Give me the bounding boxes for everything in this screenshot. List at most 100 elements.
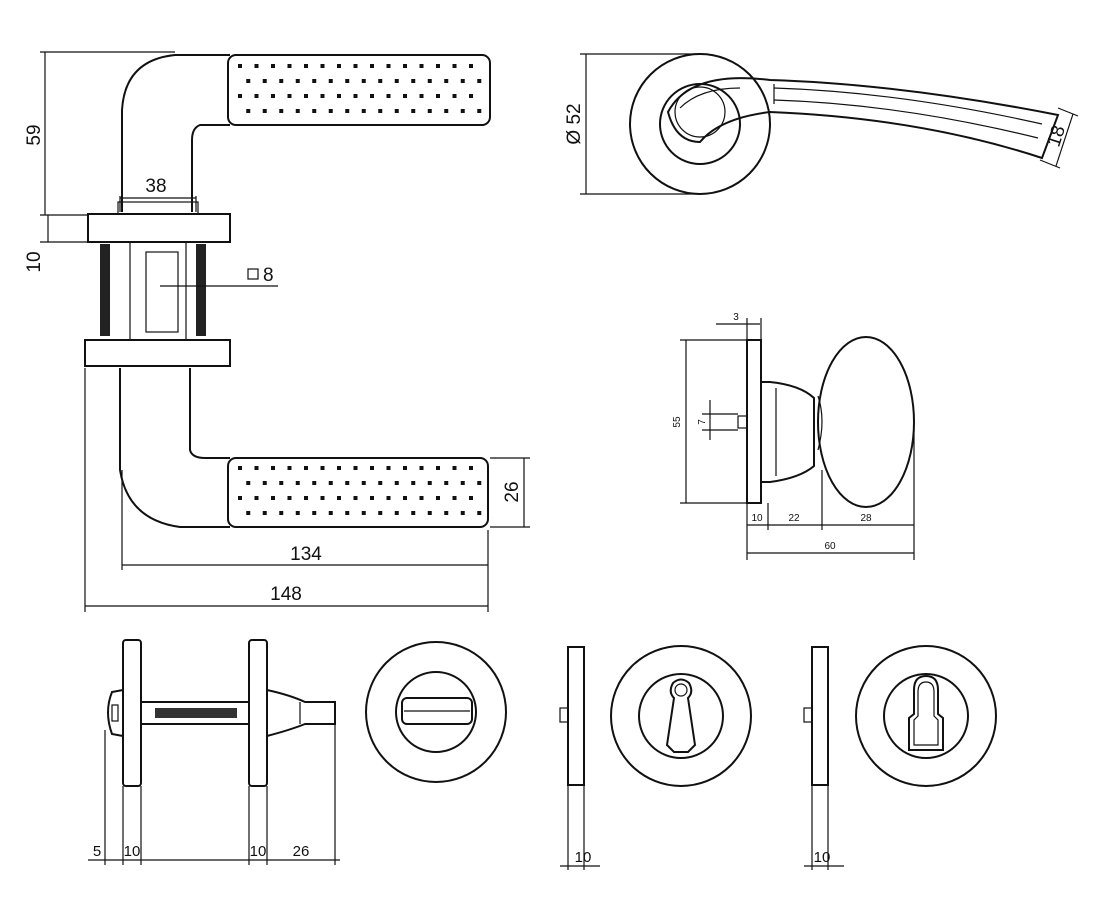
grip-dot	[246, 79, 251, 83]
grip-dot	[378, 481, 383, 485]
grip-dot	[452, 94, 457, 98]
grip-dot	[378, 109, 383, 113]
dim-wc-a-label: 5	[93, 843, 101, 860]
grip-dot	[262, 511, 267, 515]
grip-dot	[436, 496, 440, 500]
dim-cylinder-thickness-label: 10	[814, 849, 831, 866]
wc-turn-side-view: 5 10 10 26	[88, 639, 340, 865]
grip-dot	[254, 496, 259, 500]
dim-keyhole-thickness-label: 10	[575, 849, 592, 866]
grip-dot	[469, 94, 473, 98]
grip-dot	[361, 109, 366, 113]
grip-dot	[238, 466, 242, 470]
dim-knob-neck-label: 22	[788, 513, 800, 524]
keyhole-icon	[665, 678, 697, 753]
grip-dot	[312, 109, 317, 113]
grip-dot	[460, 481, 465, 485]
grip-dot	[320, 466, 325, 470]
grip-dot	[436, 466, 440, 470]
grip-dot	[436, 94, 440, 98]
grip-dot	[361, 79, 366, 83]
grip-dot	[295, 79, 300, 83]
grip-dot	[279, 79, 284, 83]
grip-dot	[361, 481, 366, 485]
dim-knob-rose-label: 10	[751, 513, 763, 524]
grip-dot	[246, 109, 251, 113]
grip-dot	[337, 466, 341, 470]
wc-turn-front-view	[365, 641, 507, 783]
grip-dot	[287, 466, 292, 470]
grip-dot	[262, 481, 267, 485]
grip-dot	[452, 466, 457, 470]
grip-dot	[304, 496, 308, 500]
grip-dot	[337, 94, 341, 98]
grip-dot	[477, 109, 482, 113]
grip-dot	[238, 94, 242, 98]
lever-top-view: Ø 52 18	[564, 53, 1079, 195]
grip-dot	[411, 79, 416, 83]
grip-dot	[444, 79, 449, 83]
grip-dot	[353, 496, 358, 500]
grip-dot	[271, 64, 275, 68]
dim-rose-diameter-label: Ø 52	[564, 103, 585, 144]
grip-dot	[460, 109, 465, 113]
grip-dot	[254, 466, 259, 470]
grip-dot	[427, 511, 432, 515]
grip-dot	[477, 481, 482, 485]
dim-wc-b-label: 10	[124, 843, 141, 860]
grip-dot	[370, 94, 374, 98]
grip-dot	[460, 511, 465, 515]
dim-wc-d-label: 26	[293, 843, 310, 860]
dim-height-label: 59	[24, 124, 45, 145]
dim-rose-thickness-label: 10	[24, 251, 45, 272]
grip-dot	[295, 481, 300, 485]
grip-dot	[295, 109, 300, 113]
dim-grip-height-label: 26	[502, 481, 523, 502]
grip-dot	[312, 79, 317, 83]
grip-dot	[279, 511, 284, 515]
dim-total-length-label: 148	[270, 584, 302, 605]
grip-dot	[411, 109, 416, 113]
grip-dot	[279, 109, 284, 113]
dim-wc-c-label: 10	[250, 843, 267, 860]
grip-dot	[320, 496, 325, 500]
grip-dot	[304, 64, 308, 68]
grip-dot	[328, 109, 333, 113]
grip-dot	[353, 94, 358, 98]
grip-dot	[378, 79, 383, 83]
grip-dot	[304, 466, 308, 470]
grip-texture-bottom	[238, 466, 482, 515]
grip-dot	[394, 511, 399, 515]
square-spindle-icon	[247, 268, 259, 280]
grip-dot	[436, 64, 440, 68]
grip-dot	[353, 64, 358, 68]
grip-dot	[246, 481, 251, 485]
grip-dot	[477, 511, 482, 515]
grip-dot	[337, 496, 341, 500]
grip-dot	[427, 79, 432, 83]
grip-dot	[378, 511, 383, 515]
grip-dot	[328, 79, 333, 83]
grip-dot	[328, 511, 333, 515]
grip-dot	[403, 64, 407, 68]
grip-dot	[287, 94, 292, 98]
grip-dot	[361, 511, 366, 515]
grip-dot	[370, 466, 374, 470]
grip-dot	[337, 64, 341, 68]
grip-dot	[460, 79, 465, 83]
dim-spindle-label: 8	[263, 265, 274, 286]
grip-dot	[386, 466, 391, 470]
grip-dot	[254, 94, 259, 98]
grip-dot	[411, 481, 416, 485]
lever-side-view: 59 10 38 8 26 134 148	[24, 51, 530, 612]
dim-knob-total-label: 60	[824, 541, 836, 552]
grip-dot	[262, 109, 267, 113]
grip-dot	[469, 466, 473, 470]
grip-dot	[403, 466, 407, 470]
screw-left	[100, 244, 110, 336]
grip-dot	[287, 496, 292, 500]
screw-right	[196, 244, 206, 336]
grip-dot	[403, 496, 407, 500]
